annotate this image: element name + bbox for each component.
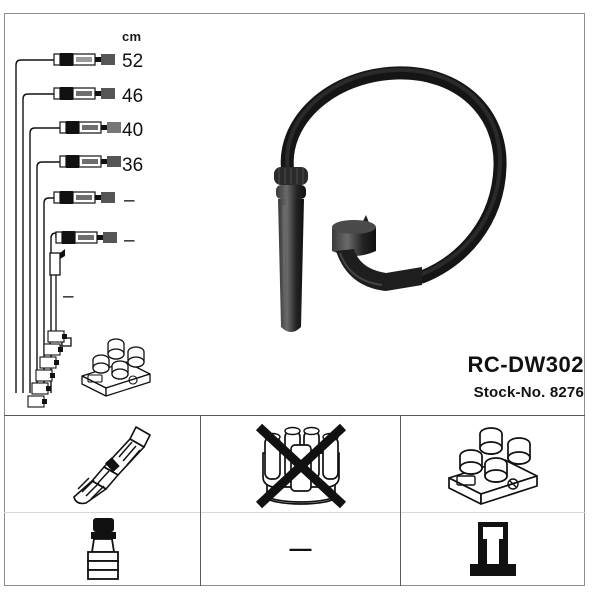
panel-divider-left [200,415,201,586]
coil-terminal-icon [470,522,516,576]
plug-boot-connector-icon [86,518,119,580]
icon-cell-plug-boot [5,513,200,585]
product-stock-no: Stock-No. 8276 [473,384,584,401]
icon-cell-ignition-coil [401,416,585,512]
harness-schematic [4,13,194,413]
icon-cell-coil-terminal [401,513,585,585]
sheet-frame [4,13,585,586]
cable-length-4: 36 [122,155,144,176]
cable-length-2: 46 [122,86,144,107]
icon-cell-not-applicable: — [201,513,400,585]
ignition-coil-pack-icon [448,427,538,505]
cable-photo [236,55,536,355]
cable-length-3: 40 [122,120,144,141]
cable-connector-group [53,53,121,244]
panel-top-rule [4,415,585,416]
distributor-cap-icon [255,423,346,509]
strike-through-x [255,423,346,509]
unit-header: cm [122,29,142,44]
icon-cell-spark-plug [5,416,200,512]
not-applicable-dash: — [289,536,312,561]
icon-cell-distributor-cap [201,416,400,512]
harness-coil-drawing [76,330,156,400]
spark-plug-boot [274,167,308,332]
panel-divider-right [400,415,401,586]
panel-middle-rule [4,512,585,513]
cable-length-5: – [124,190,135,211]
coil-connector [332,215,422,291]
cable-length-6: – [124,230,135,251]
extra-lead-length: – [63,286,74,307]
product-code: RC-DW302 [467,352,584,377]
terminal-stack [27,330,67,408]
spark-plug-icon [72,426,151,505]
cable-length-1: 52 [122,51,144,72]
